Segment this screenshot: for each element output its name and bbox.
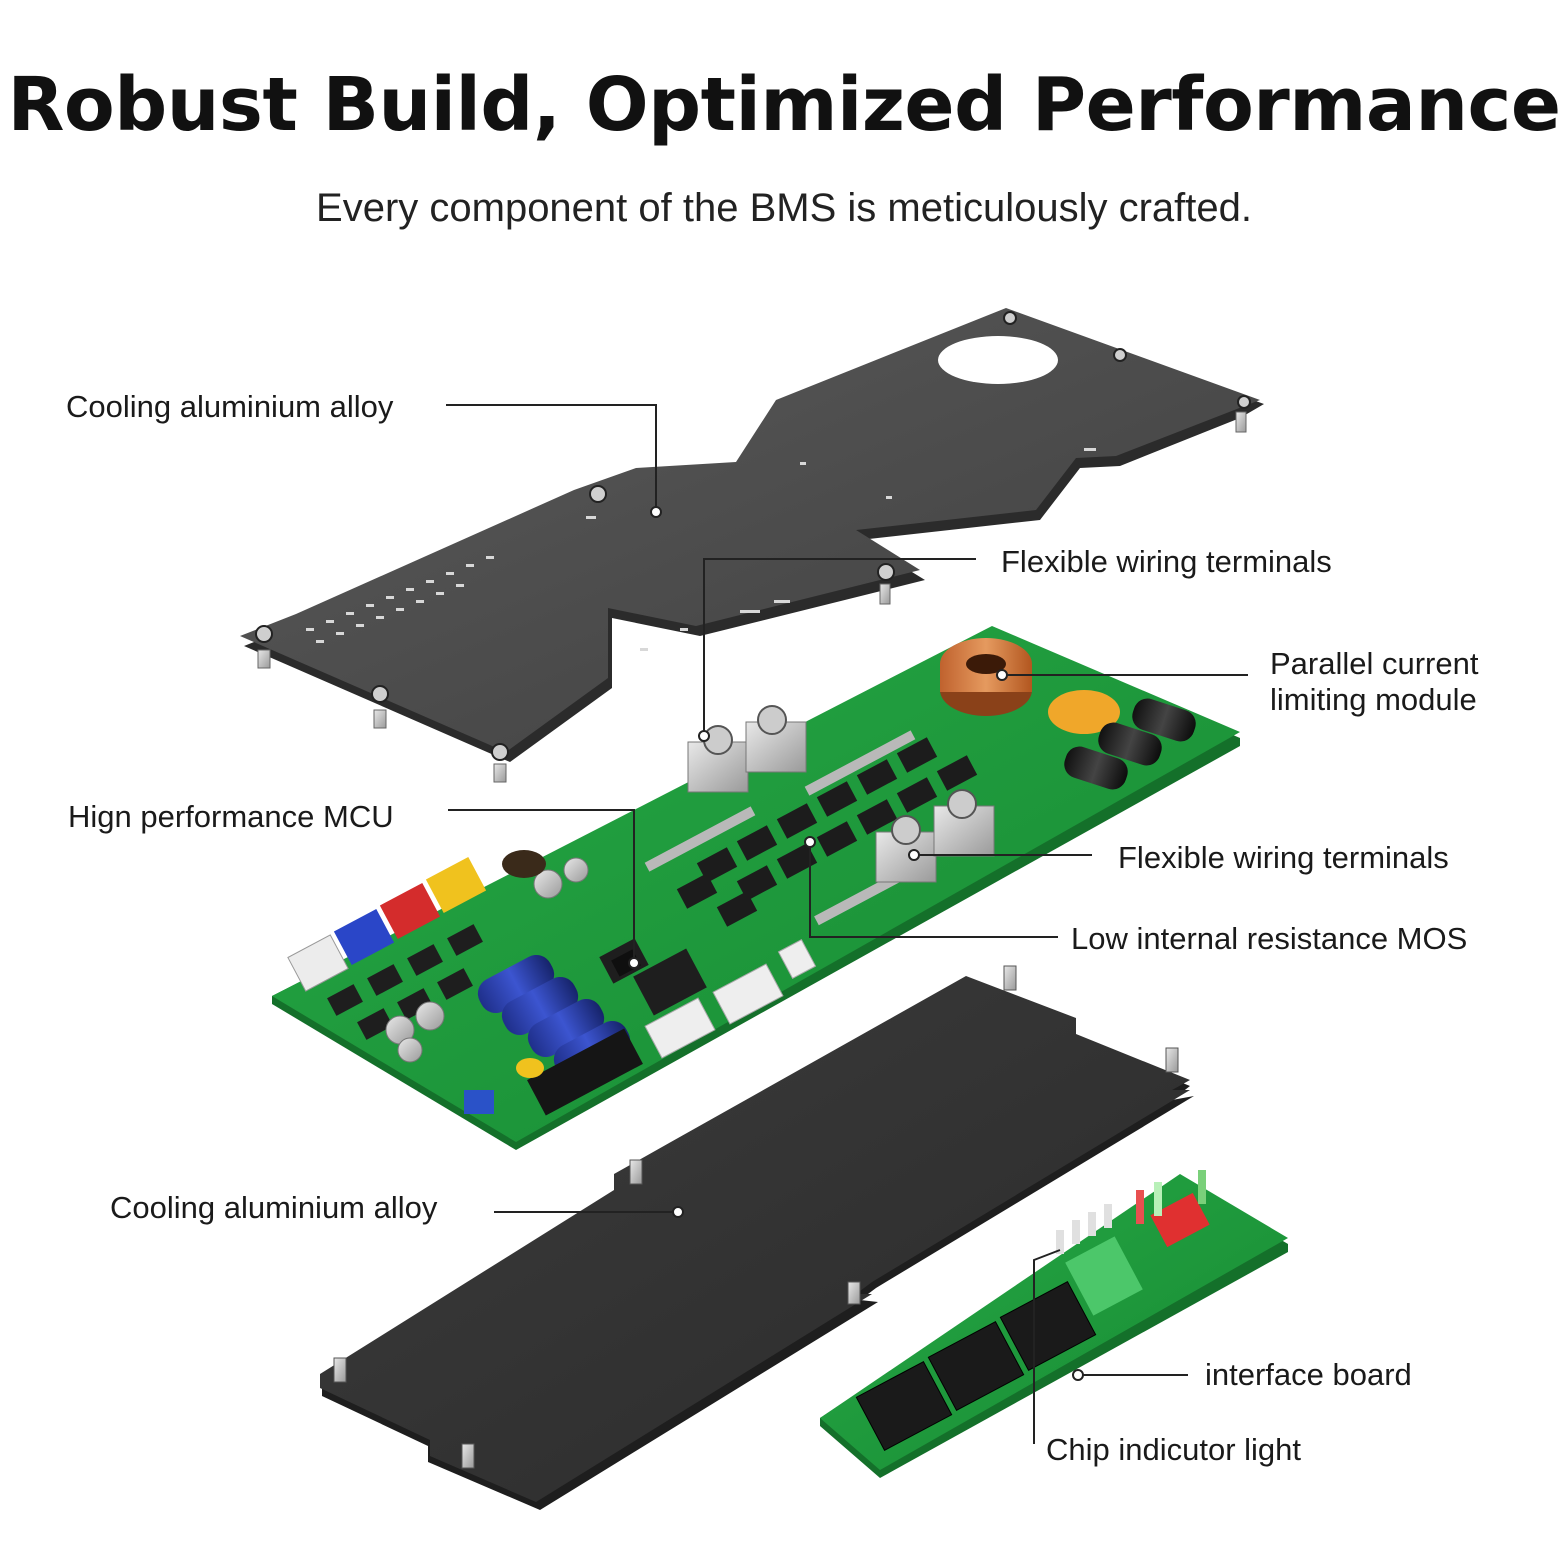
label-current-module-line1: Parallel current [1270,646,1479,681]
leader-dots [628,506,1084,1381]
label-current-module-line2: limiting module [1270,682,1477,717]
top-plate-standoffs [257,411,1247,783]
leader-mcu [448,809,635,963]
top-plate-screws [255,311,1251,761]
label-top-cooling-plate: Cooling aluminium alloy [66,389,394,424]
leader-terminals-top [703,558,976,736]
white-connectors [644,938,817,1059]
label-mcu: Hign performance MCU [68,799,394,834]
control-ics [327,924,707,1040]
leader-mos [809,842,1058,938]
toroid-inductor [940,638,1032,716]
page-subtitle: Every component of the BMS is meticulous… [316,186,1252,230]
pin-header [527,1028,643,1116]
leader-lines [446,404,1248,1444]
label-mos: Low internal resistance MOS [1071,921,1468,956]
wiring-terminal-right [875,789,995,883]
rj45-ports [855,1280,1097,1452]
small-capacitors [385,857,589,1063]
indicator-leds [1056,1170,1206,1254]
top-plate-cutout [938,336,1058,384]
label-terminals-right: Flexible wiring terminals [1118,840,1449,875]
main-pcb [272,626,1240,1150]
bottom-plate-surface [320,976,1190,1502]
interface-board [820,1170,1288,1478]
buzzer [1048,690,1120,734]
page-title: Robust Build, Optimized Performance [7,62,1561,148]
top-plate-surface [240,308,1260,752]
top-cooling-plate [240,308,1264,783]
dip-switch [1150,1192,1210,1248]
mosfet-array [676,737,978,927]
label-terminals-top: Flexible wiring terminals [1001,544,1332,579]
top-plate-silkscreen [306,448,1096,651]
left-connectors [287,856,487,992]
label-interface-board: interface board [1205,1357,1412,1392]
leader-top-plate [446,404,657,512]
power-inductor [502,850,546,878]
bottom-plate-standoffs [333,965,1179,1469]
wiring-terminal-top [687,705,807,793]
yellow-cap [516,1058,544,1078]
label-bottom-cooling-plate: Cooling aluminium alloy [110,1190,438,1225]
bottom-cooling-plate [320,965,1194,1510]
trimmer [464,1090,494,1114]
label-indicator-light: Chip indicutor light [1046,1432,1302,1467]
leader-indicator [1033,1249,1061,1444]
black-capacitors [1064,698,1196,790]
green-terminal-block [1065,1236,1143,1316]
